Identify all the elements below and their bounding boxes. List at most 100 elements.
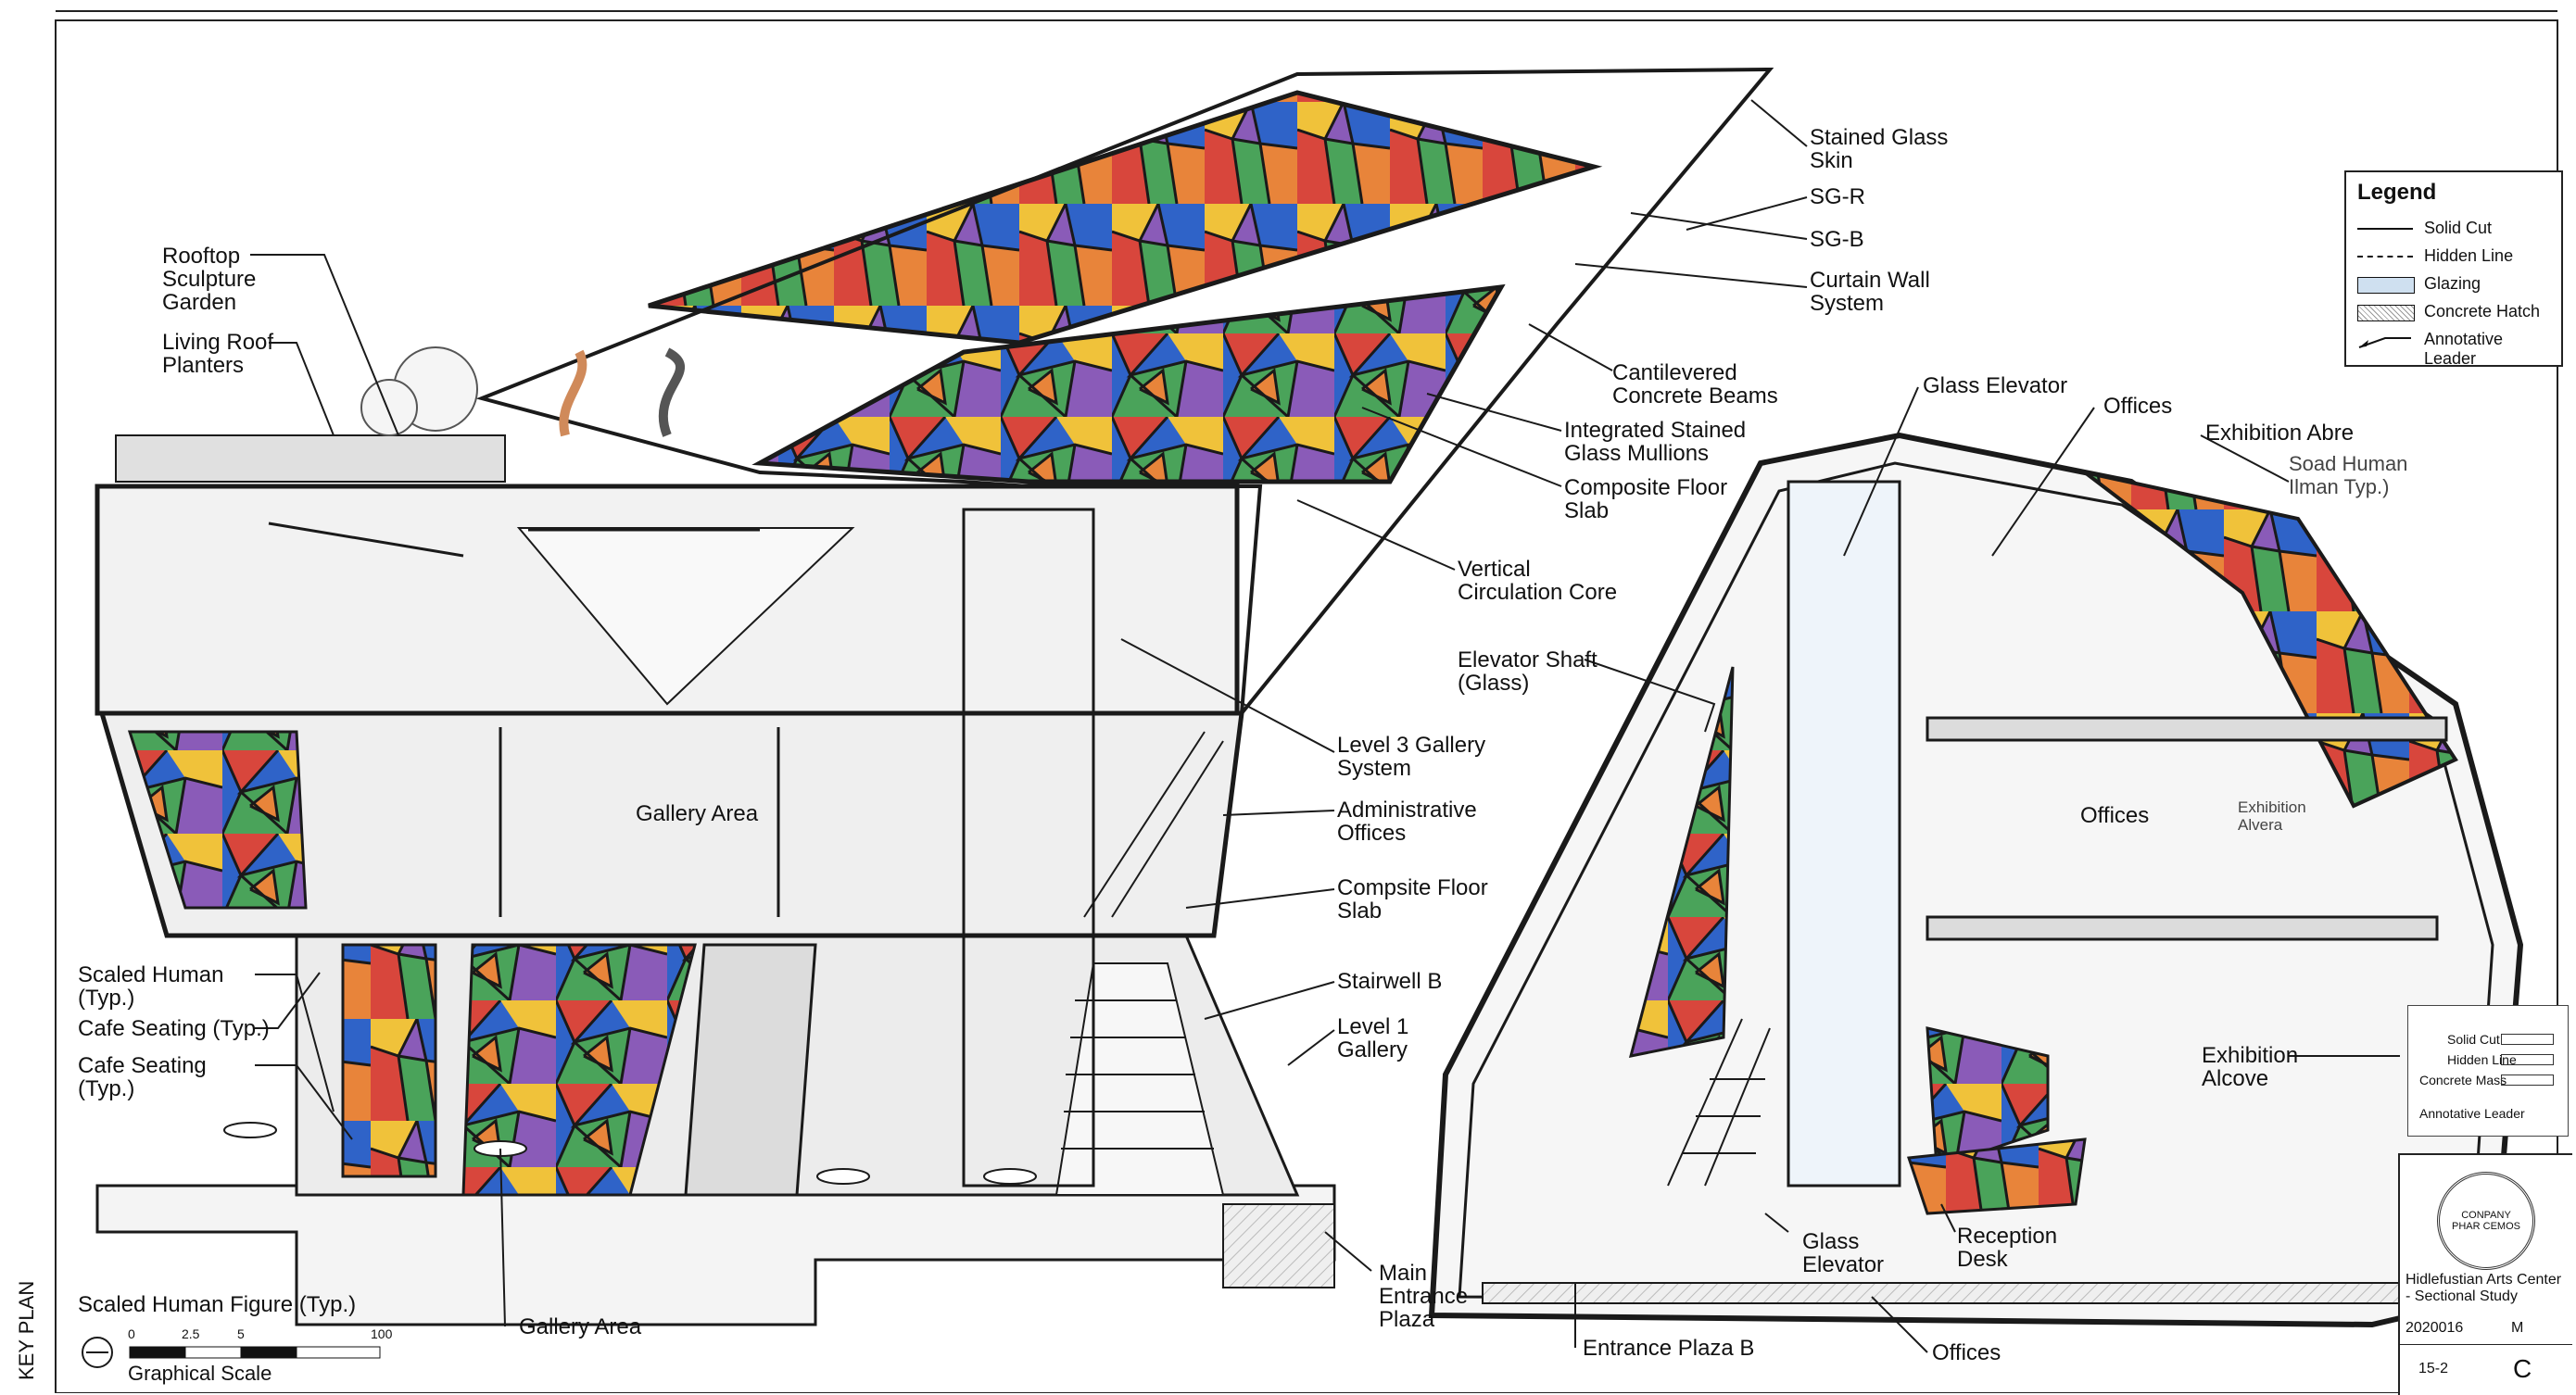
legend-text: Glazing — [2424, 274, 2481, 293]
label-living-roof: Living Roof Planters — [162, 330, 274, 378]
label-curtain-wall: Curtain Wall System — [1810, 268, 1930, 316]
label-cafe-seating-2: Cafe Seating (Typ.) — [78, 1053, 207, 1101]
label-offices-top: Offices — [2103, 394, 2173, 419]
mini-legend-swatch-icon — [2501, 1054, 2554, 1065]
label-composite-floor-slab-top: Composite Floor Slab — [1564, 475, 1728, 523]
legend-text: Hidden Line — [2424, 246, 2514, 265]
label-sg-r: SG-R — [1810, 184, 1865, 209]
label-exhibition-alcove: Exhibition Alcove — [2202, 1043, 2299, 1091]
label-graphical-scale: Graphical Scale — [128, 1362, 272, 1385]
scale-tick-100: 100 — [371, 1326, 393, 1341]
title-block-divider — [2400, 1344, 2572, 1345]
label-stairwell-b: Stairwell B — [1337, 969, 1443, 994]
level3-track-lights — [268, 522, 760, 558]
legend-row-concrete-hatch: Concrete Hatch — [2357, 300, 2557, 324]
cantilever-frame — [475, 67, 1774, 720]
legend-row-annotative-leader: Annotative Leader — [2357, 328, 2557, 368]
label-scaled-human: Scaled Human (Typ.) — [78, 962, 224, 1011]
reception-desk — [1906, 1137, 2087, 1215]
legend-text: Concrete Hatch — [2424, 302, 2541, 320]
level2-stained-glass — [127, 730, 308, 910]
right-stair — [1667, 1018, 1771, 1187]
label-gallery-area-inner: Gallery Area — [636, 801, 759, 826]
title-block-date: 2020016 — [2406, 1320, 2464, 1336]
legend-panel: Legend Solid Cut Hidden Line Glazing Con… — [2344, 170, 2563, 368]
level1-stained-glass-b — [461, 943, 697, 1197]
mini-legend-item: Annotative Leader — [2419, 1106, 2525, 1121]
label-exhibition-mid: Exhibition Alvera — [2238, 798, 2306, 834]
label-key-plan: KEY PLAN — [15, 1280, 38, 1380]
label-rooftop-garden: Rooftop Sculpture Garden — [162, 244, 257, 315]
right-floor-slabs — [1482, 716, 2448, 1304]
project-label: Hidlefustian Arts Center - Sectional Stu… — [2406, 1272, 2562, 1304]
title-block-drawn: M — [2511, 1320, 2524, 1336]
exhibition-stained-panel — [1926, 1026, 2050, 1170]
mini-legend-panel: Solid Cut Hidden Line Concrete Mass Anno… — [2407, 1005, 2569, 1137]
revision-letter: C — [2513, 1354, 2532, 1383]
annotation-leaders — [250, 99, 2400, 1353]
mini-legend-item: Concrete Mass — [2419, 1073, 2507, 1087]
label-stained-glass-skin: Stained Glass Skin — [1810, 125, 1949, 173]
level1-stained-glass-a — [341, 943, 437, 1178]
label-entrance-plaza-b: Entrance Plaza B — [1583, 1336, 1755, 1361]
scale-tick-2-5: 2.5 — [182, 1326, 200, 1341]
label-exhibition-top: Exhibition Abre — [2205, 421, 2355, 446]
mini-legend-swatch-icon — [2501, 1075, 2554, 1086]
label-main-entrance: Main Entrance Plaza — [1379, 1261, 1469, 1332]
left-building — [95, 67, 1774, 1326]
legend-text: Annotative Leader — [2424, 330, 2504, 368]
label-glass-elevator-bottom: Glass Elevator — [1802, 1229, 1885, 1277]
level3-skylight-wedge — [516, 527, 855, 706]
sheet-frame — [55, 10, 2558, 1393]
roof-stained-glass-upper — [648, 90, 1603, 346]
label-integrated-mullions: Integrated Stained Glass Mullions — [1564, 418, 1747, 466]
glass-elevator-shaft — [1787, 480, 1901, 1188]
vertical-circulation-core — [962, 508, 1095, 1188]
sheet-number: 15-2 — [2418, 1361, 2449, 1376]
entrance-steps — [1222, 1203, 1335, 1288]
mini-legend-item: Solid Cut — [2447, 1032, 2500, 1047]
legend-row-glazing: Glazing — [2357, 272, 2557, 296]
graphical-scale-bar — [82, 1337, 381, 1368]
title-block: CONPANY PHAR CEMOS Hidlefustian Arts Cen… — [2398, 1153, 2572, 1395]
label-cantilevered-beams: Cantilevered Concrete Beams — [1612, 360, 1778, 408]
right-side-stained-glass — [1628, 666, 1735, 1058]
label-cafe-seating-1: Cafe Seating (Typ.) — [78, 1016, 270, 1041]
label-gallery-area-bottom: Gallery Area — [519, 1314, 642, 1339]
legend-swatch-leader-icon — [2357, 333, 2413, 348]
legend-swatch-hatch-icon — [2357, 305, 2415, 321]
label-scaled-human-right: Soad Human Ilman Typ.) — [2289, 452, 2408, 498]
label-vertical-core: Vertical Circulation Core — [1458, 557, 1618, 605]
label-elevator-shaft: Elevator Shaft (Glass) — [1458, 647, 1597, 696]
label-level1-gallery: Level 1 Gallery — [1337, 1014, 1409, 1062]
mini-legend-swatch-icon — [2501, 1034, 2554, 1045]
level1-concrete-pier — [684, 943, 817, 1197]
label-sg-b: SG-B — [1810, 227, 1864, 252]
legend-swatch-solid-icon — [2357, 228, 2413, 230]
label-level3-gallery: Level 3 Gallery System — [1337, 733, 1486, 781]
roof-stained-glass-lower — [751, 283, 1506, 484]
company-seal-icon: CONPANY PHAR CEMOS — [2437, 1172, 2535, 1270]
label-offices-bottom: Offices — [1932, 1340, 2001, 1365]
rooftop-garden — [115, 346, 685, 483]
legend-swatch-glazing-icon — [2357, 277, 2415, 294]
label-glass-elevator-top: Glass Elevator — [1923, 373, 2068, 398]
legend-row-solid-cut: Solid Cut — [2357, 217, 2557, 241]
label-reception-desk: Reception Desk — [1957, 1224, 2058, 1272]
cafe-tables — [223, 1122, 1037, 1185]
label-admin-offices: Administrative Offices — [1337, 798, 1477, 846]
legend-row-hidden-line: Hidden Line — [2357, 245, 2557, 269]
label-composite-floor-slab-mid: Compsite Floor Slab — [1337, 875, 1488, 924]
legend-title: Legend — [2357, 180, 2437, 205]
label-offices-mid: Offices — [2080, 803, 2150, 828]
level1-stair — [1054, 962, 1225, 1196]
mini-legend-item: Hidden Line — [2447, 1052, 2517, 1067]
level2-stair — [1083, 731, 1224, 918]
scale-tick-0: 0 — [128, 1326, 135, 1341]
right-building — [1428, 432, 2524, 1328]
legend-swatch-dashed-icon — [2357, 256, 2413, 258]
scale-tick-5: 5 — [237, 1326, 245, 1341]
legend-text: Solid Cut — [2424, 219, 2493, 237]
